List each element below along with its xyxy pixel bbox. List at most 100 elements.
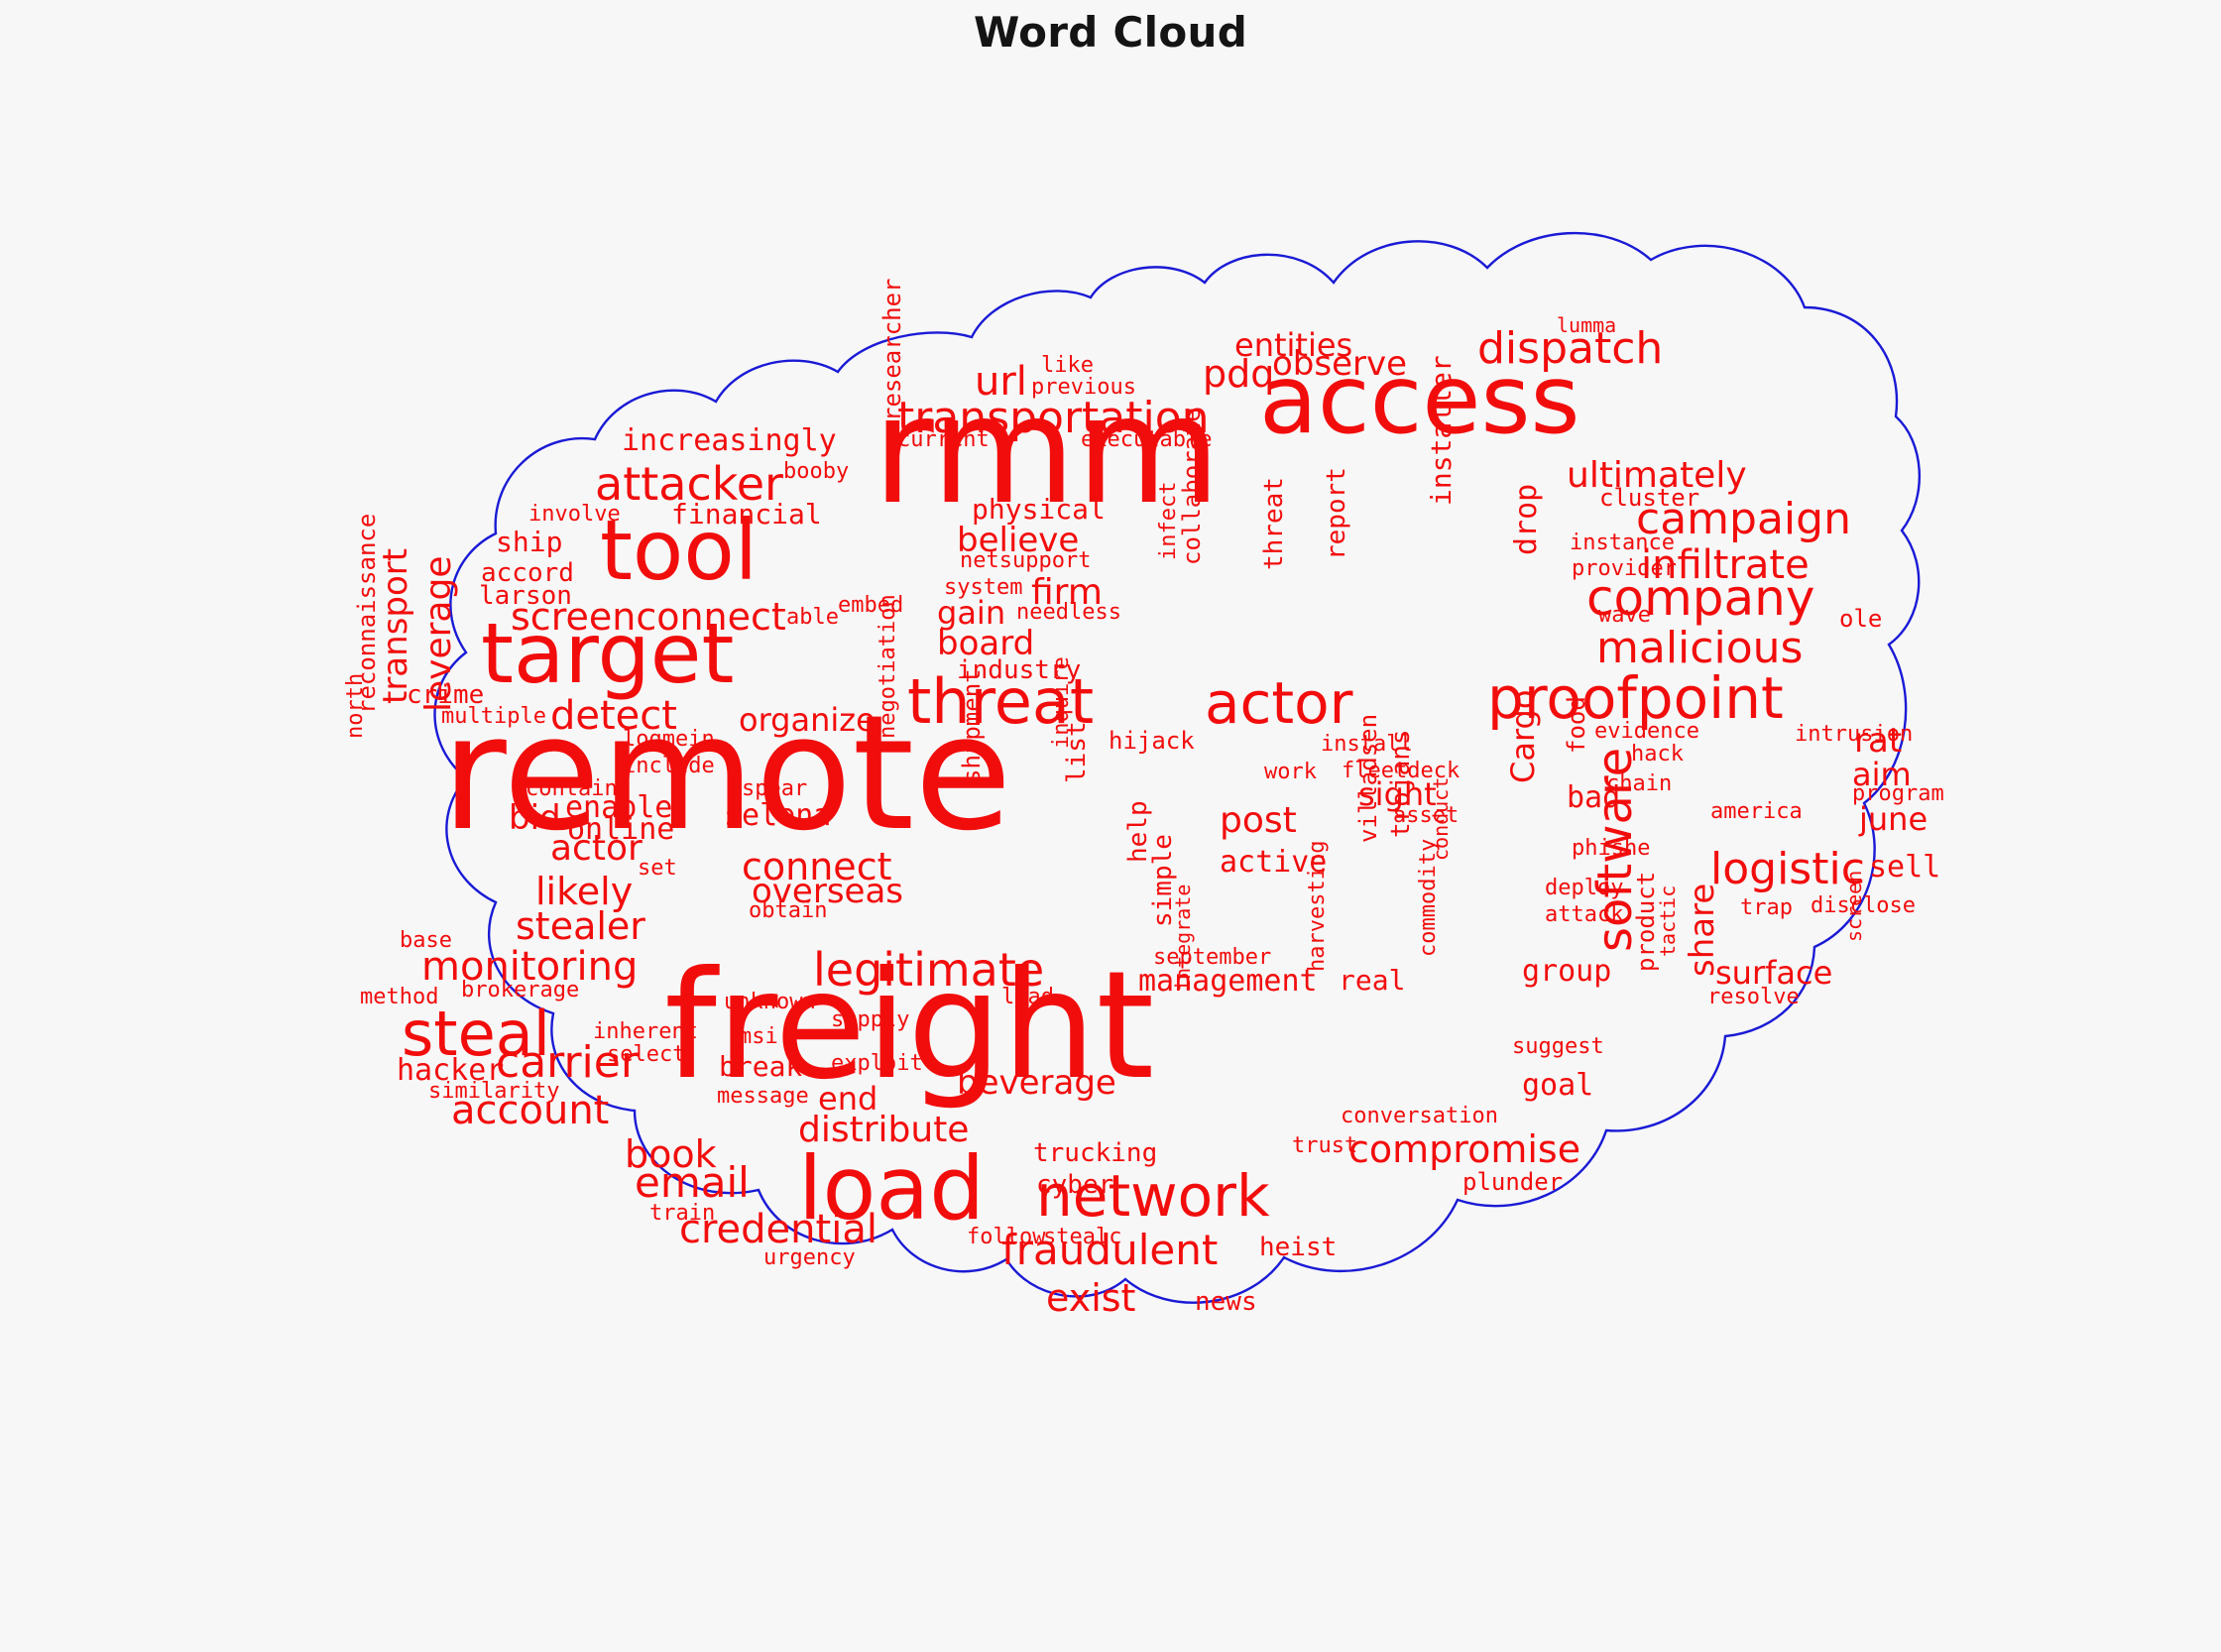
word-cloud-word: accord bbox=[481, 558, 574, 588]
word-cloud-word: legitimate bbox=[813, 943, 1045, 997]
word-cloud-word: monitoring bbox=[421, 944, 639, 990]
word-cloud-word: connect bbox=[742, 845, 892, 888]
word-cloud-word: transportation bbox=[897, 393, 1210, 443]
word-cloud-word: detect bbox=[550, 693, 677, 739]
word-cloud-word: bad bbox=[1567, 780, 1621, 815]
word-cloud-word: tool bbox=[600, 502, 759, 599]
word-cloud-word: likely bbox=[535, 870, 634, 913]
word-cloud-word: installer bbox=[1425, 355, 1458, 506]
word-cloud-word: logistic bbox=[1710, 844, 1865, 894]
word-cloud-word: news bbox=[1195, 1287, 1257, 1317]
word-cloud-word: freight bbox=[664, 940, 1155, 1113]
word-cloud-word: exploit bbox=[831, 1051, 923, 1076]
word-cloud-word: malicious bbox=[1596, 623, 1804, 673]
word-cloud-word: resolve bbox=[1707, 985, 1800, 1009]
word-cloud-word: researcher bbox=[878, 278, 906, 422]
word-cloud-word: urgency bbox=[763, 1245, 856, 1270]
word-cloud-word: target bbox=[481, 605, 735, 702]
word-cloud-word: suggest bbox=[1512, 1034, 1604, 1059]
word-cloud-word: entities bbox=[1234, 326, 1353, 364]
word-cloud-word: actor bbox=[550, 828, 643, 869]
word-cloud-word: intrusion bbox=[1795, 722, 1914, 747]
word-cloud-word: executable bbox=[1081, 427, 1213, 452]
word-cloud-word: cyber bbox=[1036, 1170, 1114, 1200]
word-cloud-word: ole bbox=[1839, 605, 1883, 633]
word-cloud-word: deploy bbox=[1545, 876, 1624, 900]
word-cloud-word: supply bbox=[831, 1007, 910, 1032]
word-cloud-word: screenconnect bbox=[511, 595, 786, 639]
word-cloud-word: online bbox=[567, 812, 675, 847]
word-cloud-word: september bbox=[1153, 945, 1272, 970]
word-cloud-word: similarity bbox=[428, 1079, 560, 1104]
word-cloud-word: actor bbox=[1205, 669, 1353, 737]
word-cloud-word: stealer bbox=[516, 904, 645, 948]
word-cloud-word: fleetdeck bbox=[1342, 759, 1461, 783]
word-cloud-word: trap bbox=[1740, 895, 1793, 920]
word-cloud-word: include bbox=[623, 754, 715, 778]
word-cloud-word: end bbox=[818, 1080, 878, 1118]
word-cloud-word: lead bbox=[1001, 985, 1054, 1009]
word-cloud-word: industry bbox=[957, 655, 1082, 685]
page-title: Word Cloud bbox=[973, 8, 1248, 57]
word-cloud-word: infiltrate bbox=[1641, 542, 1810, 588]
word-cloud-word: pdq bbox=[1203, 352, 1275, 396]
word-cloud-word: surface bbox=[1715, 954, 1833, 992]
word-cloud-word: aim bbox=[1852, 756, 1912, 793]
word-cloud-word: trucking bbox=[1033, 1138, 1158, 1168]
word-cloud-word: plunder bbox=[1462, 1168, 1564, 1196]
word-cloud-word: follow bbox=[967, 1225, 1046, 1249]
word-cloud-word: wave bbox=[1598, 603, 1651, 628]
word-cloud-word: train bbox=[649, 1201, 716, 1226]
word-cloud-word: food bbox=[1563, 696, 1590, 754]
word-cloud-word: multiple bbox=[441, 704, 546, 729]
word-cloud-word: company bbox=[1586, 569, 1815, 627]
word-cloud-word: hacker bbox=[397, 1053, 505, 1088]
word-cloud-word: proofpoint bbox=[1487, 664, 1784, 732]
word-cloud-word: asset bbox=[1393, 803, 1460, 828]
word-cloud-word: load bbox=[798, 1137, 986, 1239]
word-cloud-word: method bbox=[360, 985, 439, 1009]
word-cloud-word: distribute bbox=[798, 1110, 970, 1150]
word-cloud-word: stealc bbox=[1043, 1225, 1122, 1249]
word-cloud-word: physical bbox=[972, 493, 1106, 526]
word-cloud-word: able bbox=[786, 605, 839, 630]
word-cloud-word: drop bbox=[1509, 483, 1544, 555]
word-cloud-word: conversation bbox=[1341, 1104, 1498, 1128]
word-cloud-word: selena bbox=[724, 798, 832, 833]
word-cloud-word: increasingly bbox=[622, 423, 837, 458]
word-cloud-word: book bbox=[625, 1132, 717, 1176]
word-cloud-word: report bbox=[1322, 467, 1351, 560]
word-cloud-word: group bbox=[1522, 954, 1612, 989]
word-cloud-word: ship bbox=[496, 526, 563, 558]
word-cloud-word: netsupport bbox=[960, 548, 1092, 573]
word-cloud-word: management bbox=[1138, 964, 1318, 999]
word-cloud-word: involve bbox=[528, 502, 621, 527]
word-cloud-word: crime bbox=[407, 680, 485, 710]
word-cloud-word: program bbox=[1852, 781, 1944, 806]
word-cloud-word: product bbox=[1632, 871, 1660, 972]
word-cloud-word: work bbox=[1264, 760, 1317, 784]
word-cloud-word: attack bbox=[1545, 902, 1624, 927]
word-cloud-word: beverage bbox=[957, 1063, 1116, 1103]
word-cloud-word: active bbox=[1220, 845, 1328, 880]
word-cloud-word: threat bbox=[1259, 477, 1289, 570]
word-cloud-word: goal bbox=[1522, 1068, 1594, 1103]
word-cloud-word: chain bbox=[1606, 771, 1673, 796]
word-cloud-word: brokerage bbox=[461, 978, 580, 1003]
word-cloud-word: shipment bbox=[958, 668, 986, 783]
word-cloud-word: larson bbox=[479, 581, 572, 611]
word-cloud-word: provider bbox=[1572, 556, 1677, 581]
word-cloud-word: fraudulent bbox=[1001, 1226, 1219, 1274]
word-cloud-word: campaign bbox=[1636, 494, 1851, 544]
word-cloud-word: june bbox=[1859, 800, 1929, 838]
word-cloud-word: exist bbox=[1046, 1276, 1136, 1320]
word-cloud-word: embed bbox=[838, 593, 904, 618]
word-cloud-word: rmm bbox=[873, 365, 1222, 537]
word-cloud-word: select bbox=[607, 1042, 686, 1067]
word-cloud-word: account bbox=[451, 1088, 610, 1133]
word-cloud-word: like bbox=[1041, 353, 1094, 378]
word-cloud-word: msi bbox=[739, 1024, 778, 1049]
word-cloud-word: carrier bbox=[496, 1037, 639, 1088]
word-cloud-word: ultimately bbox=[1567, 455, 1747, 496]
